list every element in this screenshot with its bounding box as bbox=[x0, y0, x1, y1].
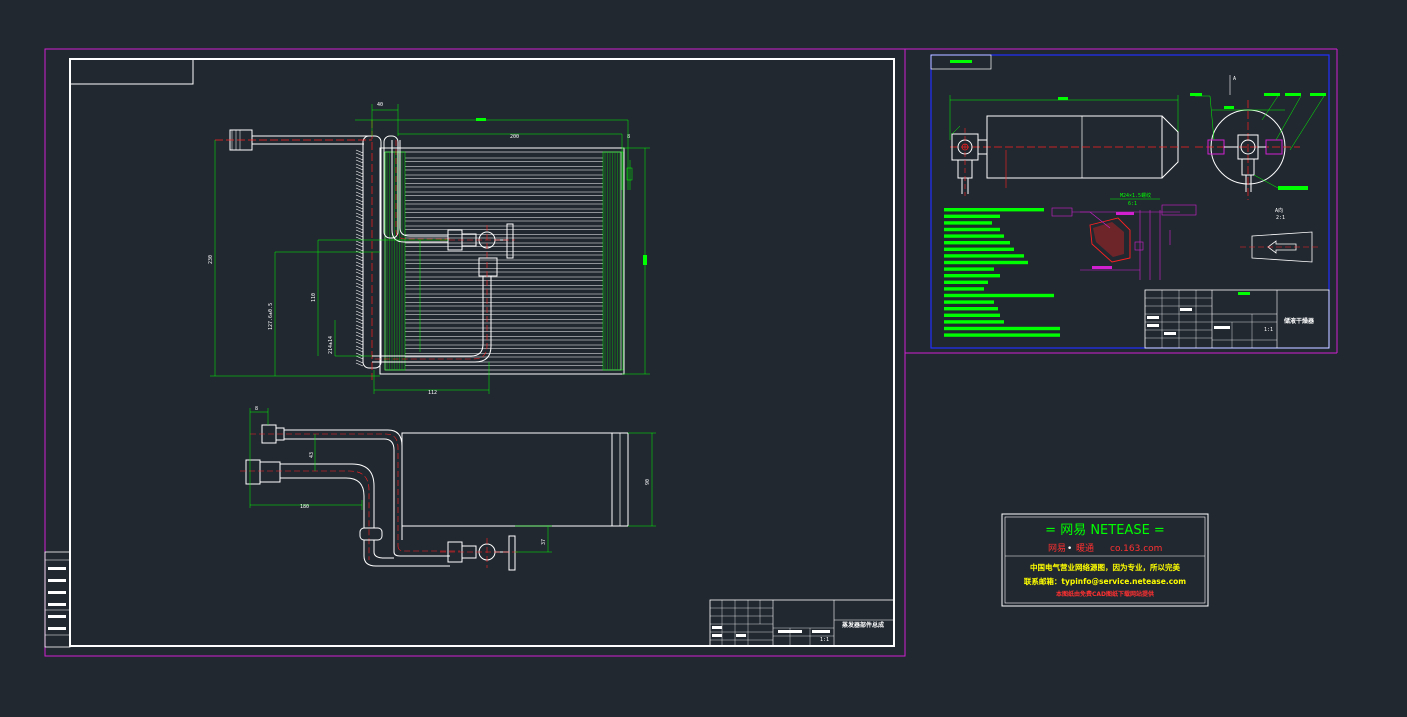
dim-200: 200 bbox=[510, 134, 519, 140]
watermark-line1: 中国电气营业网络源图，因为专业，所以完美 bbox=[1030, 562, 1180, 572]
right-sheet-border bbox=[930, 54, 1330, 349]
dim-8b: 8 bbox=[255, 406, 258, 412]
watermark-line3: 本图纸由免费CAD图纸下载网站提供 bbox=[1056, 590, 1154, 598]
dim-180: 180 bbox=[300, 504, 309, 510]
right-corner-tag bbox=[930, 54, 992, 70]
fin-hatch-left bbox=[384, 151, 624, 371]
front-view-dimensions: 40 200 8 230 12 bbox=[208, 102, 650, 396]
left-sheet: 40 200 8 230 12 bbox=[44, 48, 906, 657]
evaporator-fins bbox=[355, 149, 621, 370]
svg-text:•: • bbox=[1067, 544, 1072, 554]
marker-a: A bbox=[1233, 76, 1236, 82]
evaporator-front-view[interactable]: 40 200 8 230 12 bbox=[208, 102, 650, 396]
dim-40: 40 bbox=[377, 102, 383, 108]
dim-43: 43 bbox=[309, 452, 315, 458]
netease-watermark: = 网易 NETEASE = 网易 • 暖通 co.163.com 中国电气营业… bbox=[1001, 513, 1209, 607]
dim-r2: 214±14 bbox=[328, 336, 334, 354]
technical-requirements bbox=[944, 208, 1060, 337]
left-sheet-frame bbox=[44, 48, 906, 657]
watermark-sub-mid: 暖通 bbox=[1076, 542, 1094, 554]
left-corner-tag bbox=[69, 58, 194, 85]
watermark-sub-left: 网易 bbox=[1048, 543, 1066, 554]
thread-label: M24×1.5螺纹 bbox=[1120, 192, 1151, 199]
receiver-drier-end-view[interactable]: A A向 2:1 bbox=[1190, 75, 1326, 221]
dim-90: 90 bbox=[645, 479, 651, 485]
top-view-dimensions: 8 43 180 90 37 bbox=[249, 406, 656, 553]
dim-110: 110 bbox=[311, 293, 317, 302]
dim-230: 230 bbox=[208, 255, 214, 264]
left-drawing-name: 蒸发器部件总成 bbox=[842, 621, 884, 629]
right-drawing-name: 储液干燥器 bbox=[1283, 317, 1315, 325]
watermark-sub-right: co.163.com bbox=[1110, 544, 1162, 554]
left-scale: 1:1 bbox=[820, 637, 829, 643]
left-title-block: 蒸发器部件总成 1:1 bbox=[709, 599, 895, 647]
receiver-drier-side-view[interactable] bbox=[949, 95, 1190, 196]
right-scale: 1:1 bbox=[1264, 327, 1273, 333]
left-revision-strip bbox=[44, 551, 71, 648]
evaporator-top-view[interactable]: 8 43 180 90 37 bbox=[240, 406, 656, 571]
dim-112: 112 bbox=[428, 390, 437, 396]
thread-section-detail[interactable]: M24×1.5螺纹 6:1 bbox=[1051, 192, 1197, 280]
right-sheet: A A向 2:1 M24×1.5螺纹 6:1 bbox=[905, 48, 1338, 354]
view-a-scale: 2:1 bbox=[1276, 215, 1285, 221]
view-a-label: A向 bbox=[1275, 207, 1283, 214]
flow-arrow-detail bbox=[1240, 231, 1320, 263]
watermark-line2: 联系邮箱：typinfo@service.netease.com bbox=[1024, 576, 1186, 586]
dim-37: 37 bbox=[541, 539, 547, 545]
watermark-title: = 网易 NETEASE = bbox=[1045, 523, 1165, 538]
dim-8: 8 bbox=[627, 134, 630, 140]
thread-scale: 6:1 bbox=[1128, 201, 1137, 207]
right-title-block: 储液干燥器 1:1 bbox=[1144, 289, 1330, 349]
left-sheet-border bbox=[69, 58, 895, 647]
dim-r3: 127.6±0.5 bbox=[268, 303, 274, 330]
